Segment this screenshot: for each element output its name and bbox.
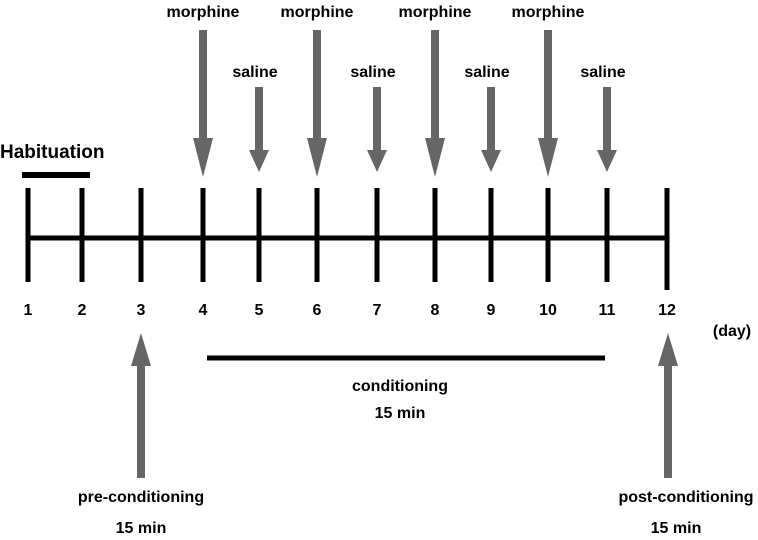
day-label-4: 4: [199, 302, 208, 319]
morphine-label-day-10: morphine: [512, 4, 585, 21]
morphine-arrow-day-8: [425, 30, 445, 177]
pre-conditioning-label: pre-conditioning: [78, 489, 204, 506]
day-label-1: 1: [24, 302, 33, 319]
saline-arrow-day-7: [367, 87, 387, 172]
habituation-label: Habituation: [0, 142, 105, 163]
morphine-arrow-day-10: [538, 30, 558, 177]
post-conditioning-duration: 15 min: [651, 520, 702, 537]
morphine-label-day-8: morphine: [399, 4, 472, 21]
post-conditioning-label: post-conditioning: [618, 489, 753, 506]
post-conditioning-arrow: [658, 333, 678, 478]
day-label-10: 10: [539, 302, 557, 319]
day-ticks: [25, 188, 670, 290]
pre-conditioning-duration: 15 min: [116, 520, 167, 537]
saline-label-day-9: saline: [464, 64, 509, 81]
day-unit-label: (day): [713, 323, 751, 340]
day-label-3: 3: [137, 302, 146, 319]
conditioning-duration: 15 min: [375, 405, 426, 422]
conditioning-label: conditioning: [352, 378, 448, 395]
day-label-11: 11: [599, 302, 616, 319]
saline-label-day-5: saline: [232, 64, 277, 81]
morphine-arrow-day-4: [193, 30, 213, 177]
day-label-6: 6: [313, 302, 322, 319]
morphine-label-day-4: morphine: [167, 4, 240, 21]
treatment-arrows: morphine saline morphine saline morphine sali…: [167, 4, 626, 177]
day-label-5: 5: [255, 302, 264, 319]
morphine-arrow-day-6: [307, 30, 327, 177]
day-label-9: 9: [487, 302, 496, 319]
saline-arrow-day-11: [597, 87, 617, 172]
day-label-7: 7: [373, 302, 382, 319]
pre-conditioning-arrow: [131, 333, 151, 478]
saline-arrow-day-9: [481, 87, 501, 172]
saline-label-day-11: saline: [580, 64, 625, 81]
morphine-label-day-6: morphine: [281, 4, 354, 21]
day-label-12: 12: [658, 302, 676, 319]
day-label-2: 2: [78, 302, 87, 319]
day-label-8: 8: [431, 302, 440, 319]
saline-label-day-7: saline: [350, 64, 395, 81]
saline-arrow-day-5: [249, 87, 269, 172]
